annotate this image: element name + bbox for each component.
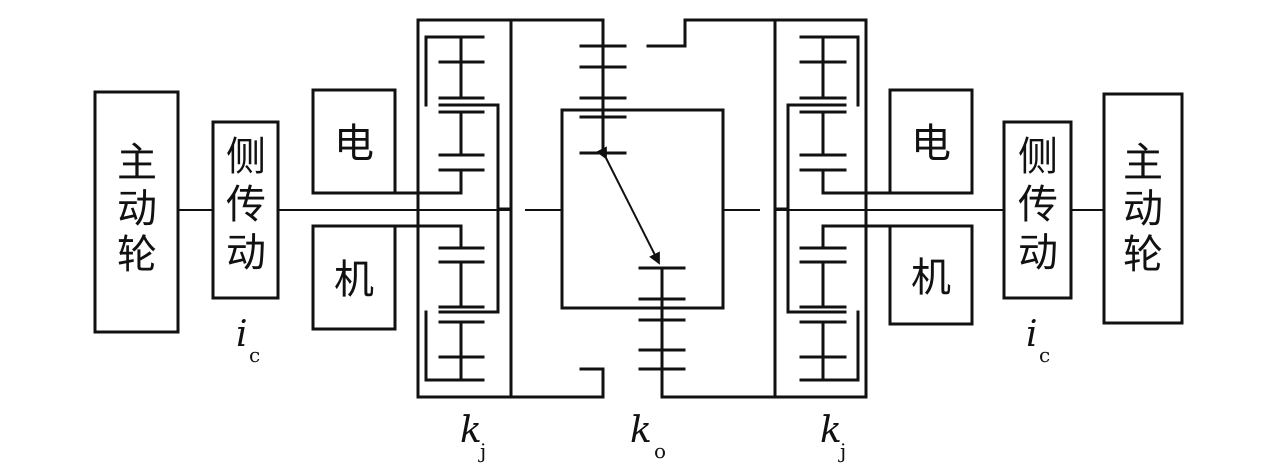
left-ratio-symbol: i [236,314,248,355]
right-kj-symbol: k [820,410,842,451]
right-side-drive-char-2: 传 [1018,182,1058,228]
left-drive-wheel-char-3: 轮 [117,232,157,278]
right-motor-label-bottom: 机 [911,255,951,301]
right-motor-label-top: 电 [911,121,951,167]
left-ratio-subscript: c [249,343,260,367]
left-motor-label-top: 电 [334,121,374,167]
left-drive-wheel-char-1: 主 [117,140,157,186]
right-drive-wheel-char-1: 主 [1123,140,1163,186]
right-side-drive-char-1: 侧 [1018,134,1058,180]
left-planetary-gearset [393,18,605,399]
right-drive-wheel-char-3: 轮 [1123,232,1163,278]
right-planetary-gearset [660,18,892,399]
left-drive-wheel: 主 动 轮 [93,90,180,334]
right-side-drive-char-3: 动 [1018,230,1058,276]
left-side-drive: 侧 传 动 [211,120,280,300]
center-ko-symbol: k [630,410,652,451]
left-drive-wheel-char-2: 动 [117,186,157,232]
left-side-drive-char-1: 侧 [226,134,266,180]
center-ko-subscript: o [654,439,666,463]
right-drive-wheel-char-2: 动 [1123,186,1163,232]
left-kj-subscript: j [478,439,486,463]
right-motor: 电 机 [888,88,974,326]
left-motor-label-bottom: 机 [334,257,374,303]
coupling-arrow [596,146,660,265]
left-side-drive-char-2: 传 [226,182,266,228]
left-half: 主 动 轮 侧 传 动 i c 电 机 [93,18,605,463]
right-drive-wheel: 主 动 轮 [1102,92,1184,325]
right-ratio-subscript: c [1039,343,1050,367]
left-side-drive-char-3: 动 [226,230,266,276]
right-side-drive: 侧 传 动 [1002,120,1073,300]
right-kj-subscript: j [838,439,846,463]
center-coupling-box [560,108,725,310]
right-half: k j 电 机 侧 传 动 i c 主 动 轮 [660,18,1184,463]
left-motor: 电 机 [311,88,397,331]
right-ratio-symbol: i [1026,314,1038,355]
left-kj-symbol: k [460,410,482,451]
